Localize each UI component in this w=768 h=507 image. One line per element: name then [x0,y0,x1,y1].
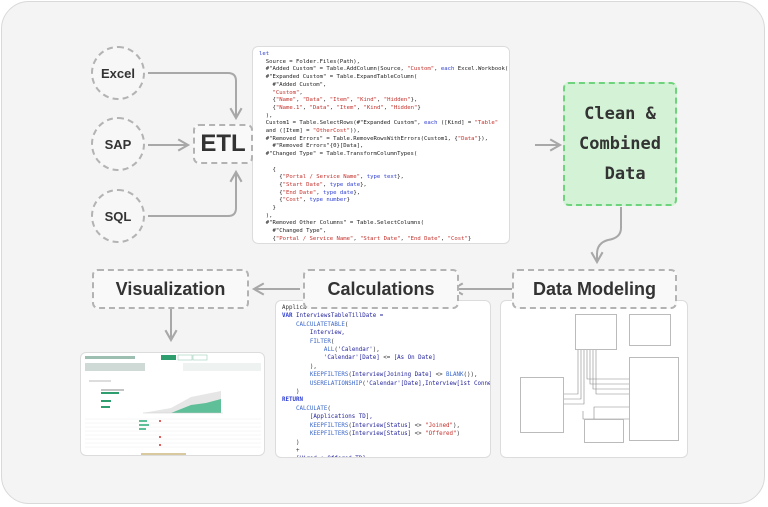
dax-code-panel: Applications Till Date =VAR InterviewsTa… [275,300,491,458]
power-query-code: let Source = Folder.Files(Path), #"Added… [253,47,509,243]
dax-line: [Applications TD], [282,414,373,421]
source-sap: SAP [91,117,145,171]
arrow-sql-to-etl [148,169,243,217]
dashboard-thumbnail [80,352,265,456]
clean-combined-data-stage: Clean & Combined Data [563,82,677,206]
code-line: #"Removed Errors" = Table.RemoveRowsWith… [259,135,489,142]
code-line: {"Name", "Data", "Item", "Kind", "Hidden… [259,97,418,104]
arrow-excel-to-etl [148,72,243,121]
model-table-measures [629,314,671,346]
code-line: #"Expanded Custom" = Table.ExpandTableCo… [259,74,418,81]
dax-line: + [282,447,300,454]
dax-line: CALCULATETABLE( [282,321,349,328]
source-sql: SQL [91,189,145,243]
dashboard-preview [85,354,261,455]
arrow-clean-to-modeling [590,207,622,265]
code-line: {"End Date", type date}, [259,189,361,196]
etl-stage: ETL [193,124,253,164]
dax-line: VAR InterviewsTableTillDate = [282,313,384,320]
code-line: #"Removed Other Columns" = Table.SelectC… [259,220,425,227]
model-table-interview [629,357,679,441]
dax-line: Interview, [282,330,345,337]
data-model-panel [500,300,688,458]
code-line: ), [259,212,273,219]
model-table-calendar [575,314,617,350]
code-line: and ([Item] = "OtherCost")), [259,128,361,135]
code-line: {"Start Date", type date}, [259,181,367,188]
code-line: #"Removed Errors"{0}[Data], [259,143,364,150]
dax-line: CALCULATE( [282,405,331,412]
data-modeling-stage: Data Modeling [512,269,677,309]
visualization-stage: Visualization [92,269,249,309]
code-line: "Custom", [259,89,303,96]
code-line: let [259,51,270,57]
code-line: ), [259,112,273,119]
dax-code: Applications Till Date =VAR InterviewsTa… [276,301,491,457]
dax-line: [Hired + Offered TD] [282,455,484,457]
code-line: #"Added Custom", [259,81,327,88]
power-query-code-panel: let Source = Folder.Files(Path), #"Added… [252,46,510,244]
source-excel: Excel [91,46,145,100]
dax-line: ) [282,389,300,396]
code-line [259,159,503,167]
model-table-status-sort-order [584,419,624,443]
dax-line: RETURN [282,397,303,404]
dax-line: USERELATIONSHIP('Calendar'[Date],Intervi… [282,380,491,387]
code-line: } [259,205,276,212]
dax-line: ), [282,363,317,370]
dax-line: FILTER( [282,338,335,345]
dax-line: ) [282,439,300,446]
code-line: { [259,166,276,173]
code-line: {"Name.1", "Data", "Item", "Kind", "Hidd… [259,104,421,111]
code-line: Custom1 = Table.SelectRows(#"Expanded Cu… [259,120,499,127]
calculations-stage: Calculations [303,269,459,309]
code-line: #"Changed Type" = Table.TransformColumnT… [259,151,418,158]
code-line: {"Portal / Service Name", "Start Date", … [259,235,472,242]
code-line: {"Cost", type number} [259,197,350,204]
dax-line: 'Calendar'[Date] <= [As On Date] [282,355,436,362]
model-table-position [520,377,564,433]
code-line: Source = Folder.Files(Path), [259,58,361,65]
dax-line: KEEPFILTERS(Interview[Status] <> "Offere… [282,431,461,438]
code-line: #"Changed Type", [259,228,327,235]
dax-line: KEEPFILTERS(Interview[Status] <> "Joined… [282,422,461,429]
code-line: {"Portal / Service Name", type text}, [259,174,404,181]
code-line: #"Added Custom" = Table.AddColumn(Source… [259,66,509,73]
dax-line: ALL('Calendar'), [282,347,380,354]
dax-line: KEEPFILTERS(Interview[Joining Date] <> B… [282,372,478,379]
